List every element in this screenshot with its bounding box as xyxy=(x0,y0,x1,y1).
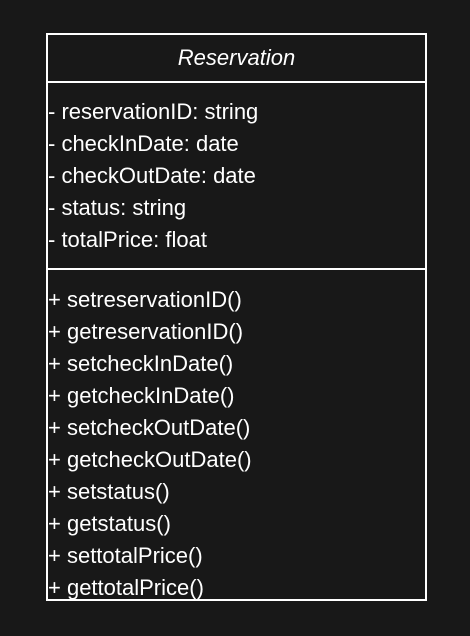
method-set-total-price: + settotalPrice() xyxy=(48,543,203,568)
attribute-check-in-date: - checkInDate: date xyxy=(48,131,239,156)
attributes-section: - reservationID: string - checkInDate: d… xyxy=(48,83,425,270)
method-set-check-out-date: + setcheckOutDate() xyxy=(48,415,251,440)
method-get-total-price: + gettotalPrice() xyxy=(48,575,204,600)
class-name: Reservation xyxy=(177,45,296,70)
method-get-check-out-date: + getcheckOutDate() xyxy=(48,447,252,472)
attribute-status: - status: string xyxy=(48,195,187,220)
attribute-total-price: - totalPrice: float xyxy=(48,227,207,252)
method-set-check-in-date: + setcheckInDate() xyxy=(48,351,234,376)
method-get-status: + getstatus() xyxy=(48,511,171,536)
method-get-reservation-id: + getreservationID() xyxy=(48,319,244,344)
uml-class-box[interactable]: Reservation - reservationID: string - ch… xyxy=(46,33,427,601)
attribute-reservation-id: - reservationID: string xyxy=(48,99,259,124)
methods-section: + setreservationID() + getreservationID(… xyxy=(48,270,425,604)
method-set-reservation-id: + setreservationID() xyxy=(48,287,242,312)
attribute-check-out-date: - checkOutDate: date xyxy=(48,163,256,188)
method-get-check-in-date: + getcheckInDate() xyxy=(48,383,235,408)
class-header: Reservation xyxy=(48,35,425,83)
method-set-status: + setstatus() xyxy=(48,479,170,504)
